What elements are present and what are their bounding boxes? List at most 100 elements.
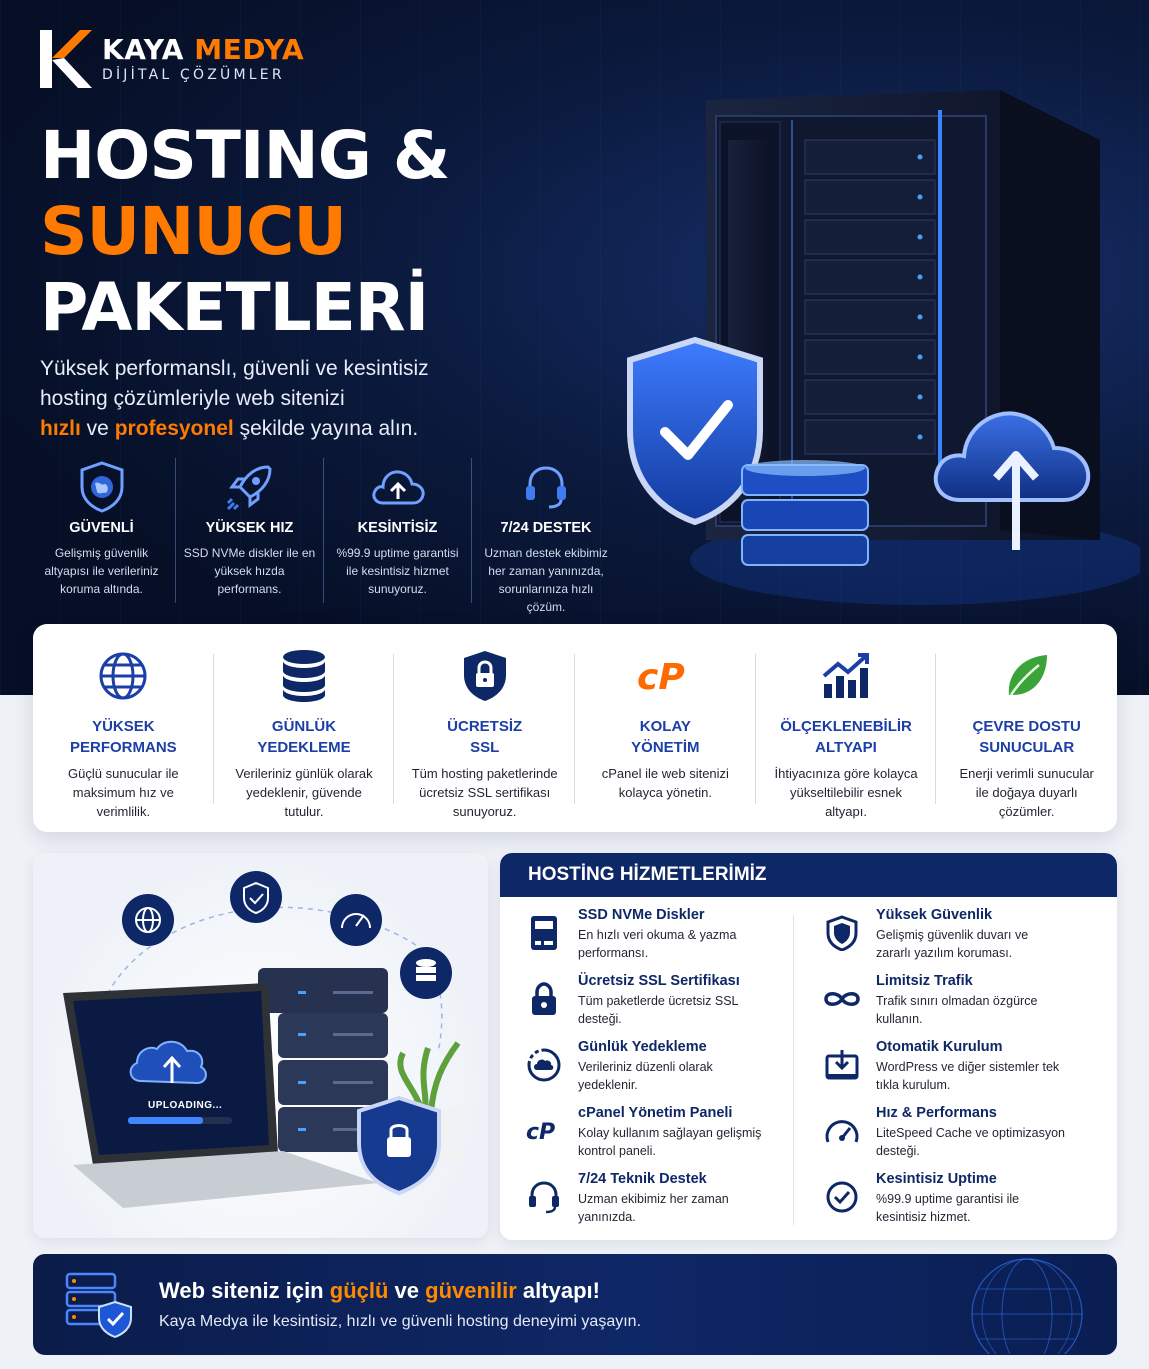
feature-title: 7/24 DESTEK (500, 520, 592, 536)
brand-tagline: DİJİTAL ÇÖZÜMLER (102, 67, 285, 83)
highlight-desc: Tüm hosting paketlerinde ücretsiz SSL se… (411, 766, 558, 819)
highlight-desc: Verileriniz günlük olarak yedeklenir, gü… (235, 766, 373, 819)
globe-icon (122, 894, 174, 946)
leaf-icon (946, 648, 1107, 704)
service-desc: LiteSpeed Cache ve optimizasyon desteği. (876, 1126, 1066, 1158)
feature-title: GÜVENLİ (69, 520, 134, 536)
feature-speed: YÜKSEK HIZ SSD NVMe diskler ile en yükse… (176, 458, 324, 603)
feature-desc: SSD NVMe diskler ile en yüksek hızda per… (183, 546, 316, 596)
service-desc: Kolay kullanım sağlayan gelişmiş kontrol… (578, 1126, 762, 1158)
download-install-icon (822, 1045, 862, 1085)
highlight-title: ÜCRETSİZ SSL (447, 718, 523, 756)
subtitle-line-2: hosting çözümleriyle web sitenizi (40, 387, 345, 410)
kaya-k-logo-icon (40, 30, 92, 88)
brand-text: KAYA MEDYA DİJİTAL ÇÖZÜMLER (102, 33, 305, 84)
highlight-title: YÜKSEK PERFORMANS (70, 718, 177, 756)
feature-title: YÜKSEK HIZ (205, 520, 294, 536)
subtitle-line-3: hızlı ve profesyonel şekilde yayına alın… (40, 417, 419, 440)
services-right-column: Yüksek Güvenlik Gelişmiş güvenlik duvarı… (818, 907, 1117, 1237)
highlight-desc: Enerji verimli sunucular ile doğaya duya… (959, 766, 1094, 819)
title-line-1: HOSTING & (40, 117, 450, 194)
highlight-performance: YÜKSEK PERFORMANS Güçlü sunucular ile ma… (33, 648, 214, 832)
title-line-2: SUNUCU (40, 193, 347, 270)
service-title: Otomatik Kurulum (876, 1039, 1003, 1055)
service-item: Günlük Yedekleme Verileriniz düzenli ola… (520, 1039, 820, 1105)
shield-globe-icon (34, 458, 169, 516)
service-item: Hız & Performans LiteSpeed Cache ve opti… (818, 1105, 1117, 1171)
service-item: cP cPanel Yönetim Paneli Kolay kullanım … (520, 1105, 820, 1171)
highlight-backup: GÜNLÜK YEDEKLEME Verileriniz günlük olar… (214, 648, 395, 832)
wire-globe-icon (971, 1258, 1083, 1354)
database-icon (400, 947, 452, 999)
hero-section: KAYA MEDYA DİJİTAL ÇÖZÜMLER HOSTING & SU… (0, 0, 1149, 695)
highlight-ssl: ÜCRETSİZ SSL Tüm hosting paketlerinde üc… (394, 648, 575, 832)
service-desc: Trafik sınırı olmadan özgürce kullanın. (876, 994, 1038, 1026)
service-item: Otomatik Kurulum WordPress ve diğer sist… (818, 1039, 1117, 1105)
page-title: HOSTING & SUNUCU PAKETLERİ (40, 117, 450, 346)
backup-cloud-icon (524, 1045, 564, 1085)
laptop-server-illustration (63, 871, 463, 1208)
highlight-desc: İhtiyacınıza göre kolayca yükseltilebili… (774, 766, 918, 819)
service-title: Limitsiz Trafik (876, 973, 973, 989)
service-item: Ücretsiz SSL Sertifikası Tüm paketlerde … (520, 973, 820, 1039)
feature-desc: Gelişmiş güvenlik altyapısı ile verileri… (44, 546, 159, 596)
highlight-title: KOLAY YÖNETİM (631, 718, 700, 756)
feature-desc: Uzman destek ekibimiz her zaman yanınızd… (484, 546, 608, 614)
headset-icon (478, 458, 614, 516)
service-item: Limitsiz Trafik Trafik sınırı olmadan öz… (818, 973, 1117, 1039)
divider (793, 915, 794, 1225)
service-desc: Verileriniz düzenli olarak yedeklenir. (578, 1060, 713, 1092)
service-title: Hız & Performans (876, 1105, 997, 1121)
highlight-management: cP KOLAY YÖNETİM cPanel ile web sitenizi… (575, 648, 756, 832)
feature-uptime: KESİNTİSİZ %99.9 uptime garantisi ile ke… (324, 458, 472, 603)
hero-subtitle: Yüksek performanslı, güvenli ve kesintis… (40, 354, 500, 444)
service-desc: En hızlı veri okuma & yazma performansı. (578, 928, 737, 960)
service-desc: %99.9 uptime garantisi ile kesintisiz hi… (876, 1192, 1020, 1224)
speedometer-icon (330, 894, 382, 946)
ssd-icon (524, 913, 564, 953)
brand-name: KAYA MEDYA (102, 33, 305, 66)
service-title: Kesintisiz Uptime (876, 1171, 997, 1187)
server-shield-icon (65, 1272, 132, 1339)
service-desc: Gelişmiş güvenlik duvarı ve zararlı yazı… (876, 928, 1029, 960)
service-desc: WordPress ve diğer sistemler tek tıkla k… (876, 1060, 1060, 1092)
services-panel: HOSTİNG HİZMETLERİMİZ SSD NVMe Diskler E… (500, 853, 1117, 1240)
uploading-label: UPLOADING... (148, 1100, 223, 1111)
service-item: Yüksek Güvenlik Gelişmiş güvenlik duvarı… (818, 907, 1117, 973)
service-title: Yüksek Güvenlik (876, 907, 993, 923)
svg-text:cP: cP (637, 657, 685, 697)
shield-icon (822, 913, 862, 953)
highlight-title: GÜNLÜK YEDEKLEME (257, 718, 351, 756)
shield-lock-icon (404, 648, 565, 704)
banner-title: Web siteniz için güçlü ve güvenilir alty… (159, 1278, 600, 1303)
service-title: cPanel Yönetim Paneli (578, 1105, 733, 1121)
headset-icon (524, 1177, 564, 1217)
hosting-illustration: UPLOADING... (33, 853, 488, 1238)
highlight-title: ÖLÇEKLENEBİLİR ALTYAPI (780, 718, 912, 756)
hero-features: GÜVENLİ Gelişmiş güvenlik altyapısı ile … (28, 458, 620, 614)
subtitle-line-1: Yüksek performanslı, güvenli ve kesintis… (40, 357, 429, 380)
service-title: Ücretsiz SSL Sertifikası (578, 973, 740, 989)
service-title: 7/24 Teknik Destek (578, 1171, 707, 1187)
service-item: SSD NVMe Diskler En hızlı veri okuma & y… (520, 907, 820, 973)
highlight-desc: cPanel ile web sitenizi kolayca yönetin. (601, 766, 729, 800)
service-desc: Tüm paketlerde ücretsiz SSL desteği. (578, 994, 739, 1026)
lock-shield (357, 1095, 441, 1196)
database-icon (224, 648, 385, 704)
brand-logo[interactable]: KAYA MEDYA DİJİTAL ÇÖZÜMLER (40, 30, 304, 88)
service-item: Kesintisiz Uptime %99.9 uptime garantisi… (818, 1171, 1117, 1237)
lock-icon (524, 979, 564, 1019)
feature-desc: %99.9 uptime garantisi ile kesintisiz hi… (336, 546, 459, 596)
services-left-column: SSD NVMe Diskler En hızlı veri okuma & y… (520, 907, 820, 1237)
service-title: Günlük Yedekleme (578, 1039, 707, 1055)
check-circle-icon (822, 1177, 862, 1217)
speedometer-icon (822, 1111, 862, 1151)
laptop (63, 983, 378, 1208)
highlights-card: YÜKSEK PERFORMANS Güçlü sunucular ile ma… (33, 624, 1117, 832)
rocket-icon (182, 458, 317, 516)
shield-check-icon (230, 871, 282, 923)
feature-support: 7/24 DESTEK Uzman destek ekibimiz her za… (472, 458, 620, 614)
title-line-3: PAKETLERİ (40, 269, 429, 346)
highlight-title: ÇEVRE DOSTU SUNUCULAR (972, 718, 1081, 756)
globe-icon (43, 648, 204, 704)
